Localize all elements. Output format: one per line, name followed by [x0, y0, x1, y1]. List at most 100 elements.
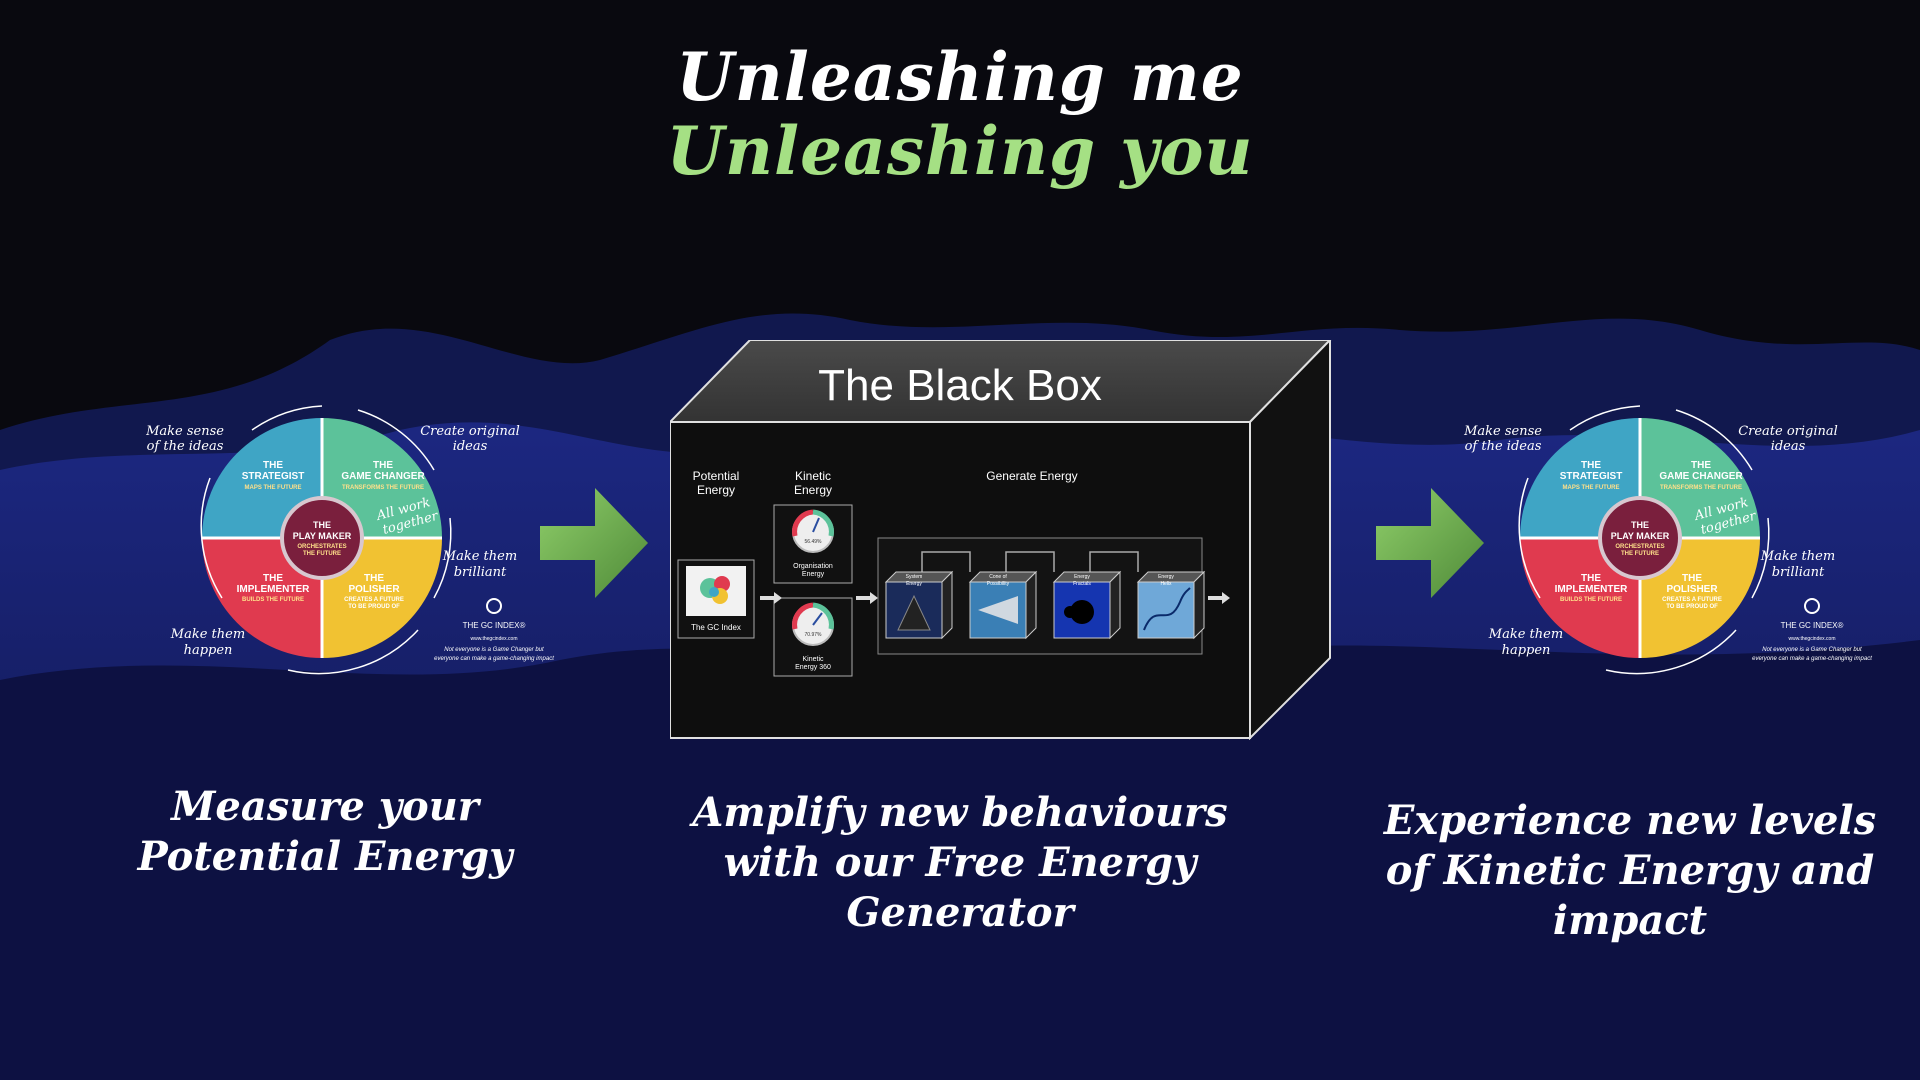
caption-experience: Experience new levels of Kinetic Energy … — [1360, 796, 1900, 946]
org-energy-gauge: 56.49% Organisation Energy — [773, 504, 853, 584]
kinetic-label1: Kinetic — [795, 469, 831, 483]
gc-url: www.thegcindex.com — [471, 636, 518, 642]
make-sense1: Make sense — [1463, 424, 1542, 439]
make-brilliant2: brilliant — [1772, 565, 1825, 580]
kinetic360-label2: Energy 360 — [795, 664, 831, 671]
polisher-sub2: TO BE PROUD OF — [348, 604, 400, 610]
game-changer-quadrant — [322, 418, 442, 538]
create-original1: Create original — [1738, 424, 1838, 439]
kinetic-label2: Energy — [794, 483, 832, 497]
gc-wheel-right: THE STRATEGIST MAPS THE FUTURE THE GAME … — [1463, 405, 1872, 675]
title-line-1: Unleashing me — [676, 38, 1244, 116]
game-changer-name1: THE — [1691, 460, 1711, 471]
cube1-label1: System — [906, 574, 923, 580]
caption-center-line1: Amplify new behaviours — [692, 789, 1228, 836]
org-energy-value: 56.49% — [805, 539, 823, 545]
black-box: The Black Box Potential Energy Kinetic E… — [670, 340, 1332, 740]
game-changer-name2: GAME CHANGER — [1659, 471, 1743, 482]
play-maker-sub1: ORCHESTRATES — [1615, 544, 1664, 550]
gc-tagline1: Not everyone is a Game Changer but — [444, 647, 544, 653]
make-brilliant1: Make them — [442, 549, 517, 564]
implementer-sub: BUILDS THE FUTURE — [1560, 597, 1622, 603]
make-happen2: happen — [1502, 643, 1551, 658]
right-arrow-icon — [540, 488, 648, 598]
energy-cubes: System Energy Cone of Possibility Energy… — [884, 570, 1206, 640]
wheel-quadrants — [1520, 418, 1760, 658]
strategist-quadrant — [202, 418, 322, 538]
kinetic360-value: 70.97% — [805, 632, 823, 638]
caption-right-line1: Experience new levels — [1383, 797, 1877, 844]
potential-label2: Energy — [697, 483, 735, 497]
polisher-sub1: CREATES A FUTURE — [1662, 597, 1722, 603]
polisher-name1: THE — [1682, 573, 1702, 584]
right-arrow-icon — [1376, 488, 1484, 598]
gc-index-label: The GC Index — [691, 623, 741, 632]
flow-arrows — [760, 592, 1230, 604]
caption-measure: Measure your Potential Energy — [110, 782, 540, 882]
gc-logo-icon — [486, 598, 502, 614]
strategist-name2: STRATEGIST — [1560, 471, 1623, 482]
org-energy-label2: Energy — [802, 571, 825, 578]
cube-system-energy: System Energy — [884, 570, 954, 640]
cube-energy-fractals: Energy Fractals — [1052, 570, 1122, 640]
make-happen1: Make them — [170, 627, 245, 642]
play-maker-name1: THE — [1631, 520, 1649, 530]
implementer-name2: IMPLEMENTER — [237, 584, 311, 595]
potential-label1: Potential — [693, 469, 740, 483]
game-changer-name1: THE — [373, 460, 393, 471]
kinetic360-gauge: 70.97% Kinetic Energy 360 — [773, 597, 853, 677]
gc-index-thumbnail: The GC Index — [677, 559, 755, 639]
implementer-name1: THE — [1581, 573, 1601, 584]
make-happen2: happen — [184, 643, 233, 658]
play-maker-name2: PLAY MAKER — [293, 531, 352, 541]
gc-logo-icon — [1804, 598, 1820, 614]
gc-brand: THE GC INDEX® — [463, 621, 526, 630]
polisher-name2: POLISHER — [1666, 584, 1718, 595]
play-maker-circle — [1598, 496, 1682, 580]
org-energy-label1: Organisation — [793, 563, 833, 570]
implementer-name2: IMPLEMENTER — [1555, 584, 1629, 595]
strategist-sub: MAPS THE FUTURE — [1563, 485, 1620, 491]
strategist-sub: MAPS THE FUTURE — [245, 485, 302, 491]
create-original2: ideas — [453, 439, 488, 454]
title-line-2: Unleashing you — [666, 112, 1254, 190]
polisher-quadrant — [1640, 538, 1760, 658]
create-original1: Create original — [420, 424, 520, 439]
play-maker-sub2: THE FUTURE — [303, 551, 341, 557]
play-maker-name2: PLAY MAKER — [1611, 531, 1670, 541]
wheel-quadrants — [202, 418, 442, 658]
gc-tagline2: everyone can make a game-changing impact — [434, 656, 554, 662]
play-maker-circle — [280, 496, 364, 580]
game-changer-name2: GAME CHANGER — [341, 471, 425, 482]
cube4-label2: Helix — [1160, 581, 1172, 587]
hill-front — [0, 640, 1920, 1080]
gc-brand: THE GC INDEX® — [1781, 621, 1844, 630]
make-brilliant1: Make them — [1760, 549, 1835, 564]
make-happen1: Make them — [1488, 627, 1563, 642]
caption-left-line1: Measure your — [171, 783, 479, 830]
polisher-sub2: TO BE PROUD OF — [1666, 604, 1718, 610]
caption-left-line2: Potential Energy — [137, 833, 513, 880]
caption-center-line3: Generator — [846, 889, 1074, 936]
make-brilliant2: brilliant — [454, 565, 507, 580]
cube-energy-helix: Energy Helix — [1136, 570, 1206, 640]
play-maker-name1: THE — [313, 520, 331, 530]
caption-center-line2: with our Free Energy — [723, 839, 1197, 886]
caption-amplify: Amplify new behaviours with our Free Ene… — [660, 788, 1260, 938]
strategist-quadrant — [1520, 418, 1640, 538]
create-original2: ideas — [1771, 439, 1806, 454]
game-changer-quadrant — [1640, 418, 1760, 538]
cube2-label2: Possibility — [987, 581, 1010, 587]
box-title: The Black Box — [818, 361, 1102, 410]
gc-wheel-left: THE STRATEGIST MAPS THE FUTURE THE GAME … — [145, 405, 554, 675]
cube-cone-possibility: Cone of Possibility — [968, 570, 1038, 640]
polisher-sub1: CREATES A FUTURE — [344, 597, 404, 603]
implementer-name1: THE — [263, 573, 283, 584]
game-changer-sub: TRANSFORMS THE FUTURE — [342, 485, 424, 491]
strategist-name1: THE — [1581, 460, 1601, 471]
polisher-quadrant — [322, 538, 442, 658]
gc-tagline2: everyone can make a game-changing impact — [1752, 656, 1872, 662]
make-sense2: of the ideas — [1465, 439, 1542, 454]
play-maker-sub2: THE FUTURE — [1621, 551, 1659, 557]
game-changer-sub: TRANSFORMS THE FUTURE — [1660, 485, 1742, 491]
